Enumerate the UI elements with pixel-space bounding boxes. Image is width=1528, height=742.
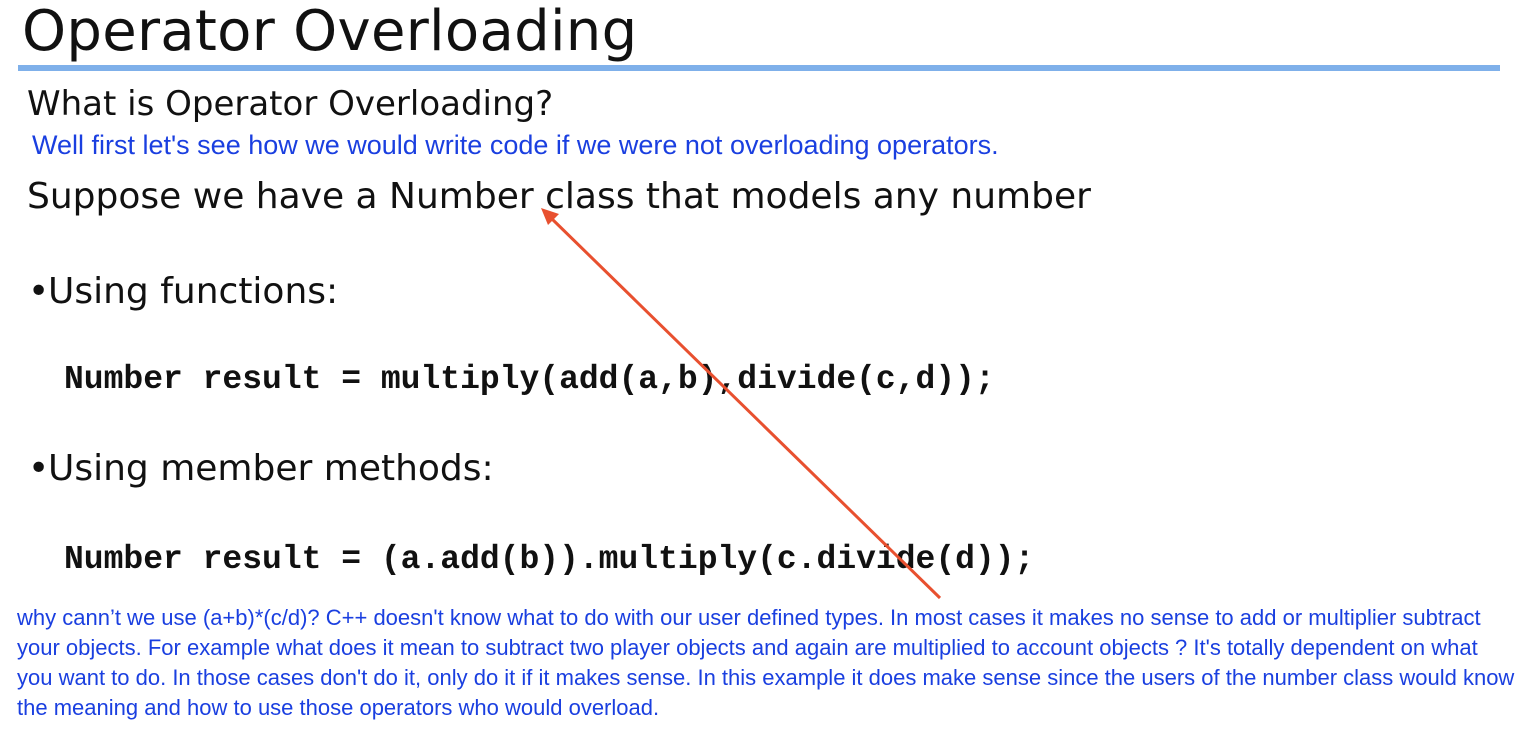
code-member-methods-example: Number result = (a.add(b)).multiply(c.di… xyxy=(64,541,1035,578)
bullet-label: Using functions: xyxy=(48,271,339,312)
bullet-using-functions: •Using functions: xyxy=(28,267,338,317)
bullet-dot-icon: • xyxy=(28,271,50,312)
annotation-note-top: Well first let's see how we would write … xyxy=(32,130,999,160)
slide-title: Operator Overloading xyxy=(22,0,638,64)
bullet-label: Using member methods: xyxy=(48,448,494,489)
bullet-using-member-methods: •Using member methods: xyxy=(28,444,494,494)
annotation-note-bottom: why cann’t we use (a+b)*(c/d)? C++ doesn… xyxy=(17,605,1515,720)
code-functions-example: Number result = multiply(add(a,b),divide… xyxy=(64,361,995,398)
title-underline xyxy=(18,65,1500,71)
bullet-dot-icon: • xyxy=(28,448,50,489)
slide-subtitle: What is Operator Overloading? xyxy=(27,84,554,124)
intro-sentence: Suppose we have a Number class that mode… xyxy=(27,176,1091,217)
